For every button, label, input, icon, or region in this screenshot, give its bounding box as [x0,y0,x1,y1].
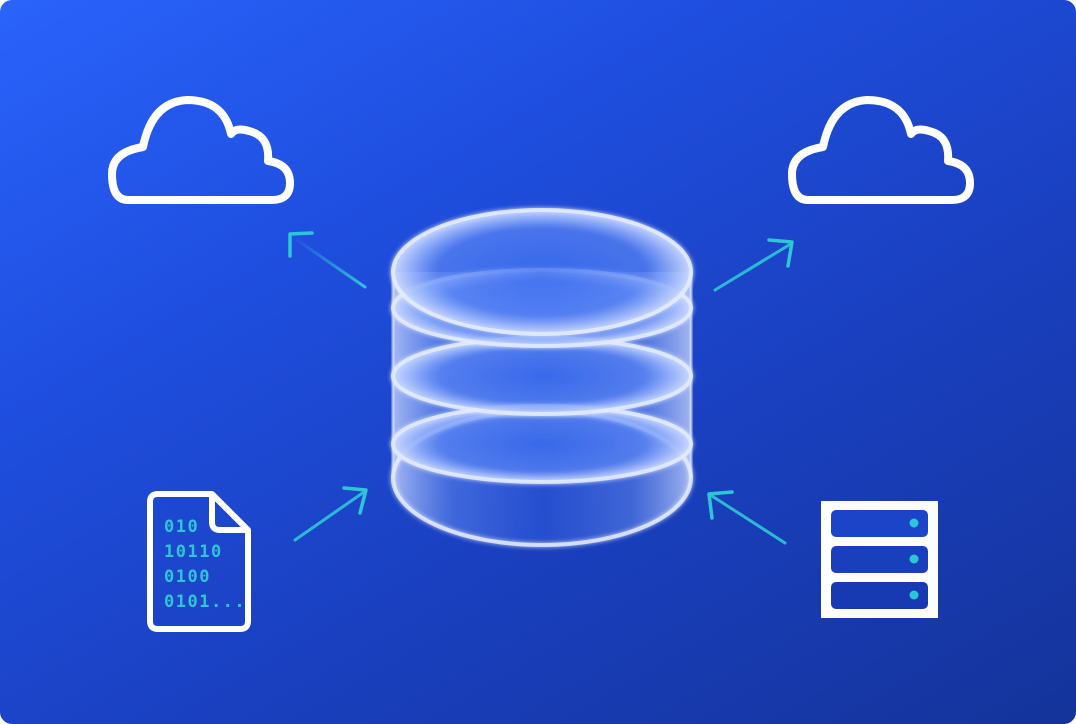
database-icon [391,208,693,547]
arrow-from-server-rack [707,490,787,545]
cloud-icon [788,96,974,204]
binary-file-icon: 010 10110 0100 0101... [147,491,251,632]
server-led [909,518,919,528]
arrow-to-right-cloud [713,238,794,292]
binary-line: 0101... [164,592,246,612]
server-led [909,554,919,564]
server-led [909,590,919,600]
binary-line: 0100 [164,567,211,587]
arrow-from-binary-file [293,486,368,542]
server-rack-icon [821,501,938,618]
arrow-to-left-cloud [288,231,367,289]
binary-line: 010 [164,517,199,537]
cloud-icon [108,96,294,204]
binary-line: 10110 [164,542,223,562]
